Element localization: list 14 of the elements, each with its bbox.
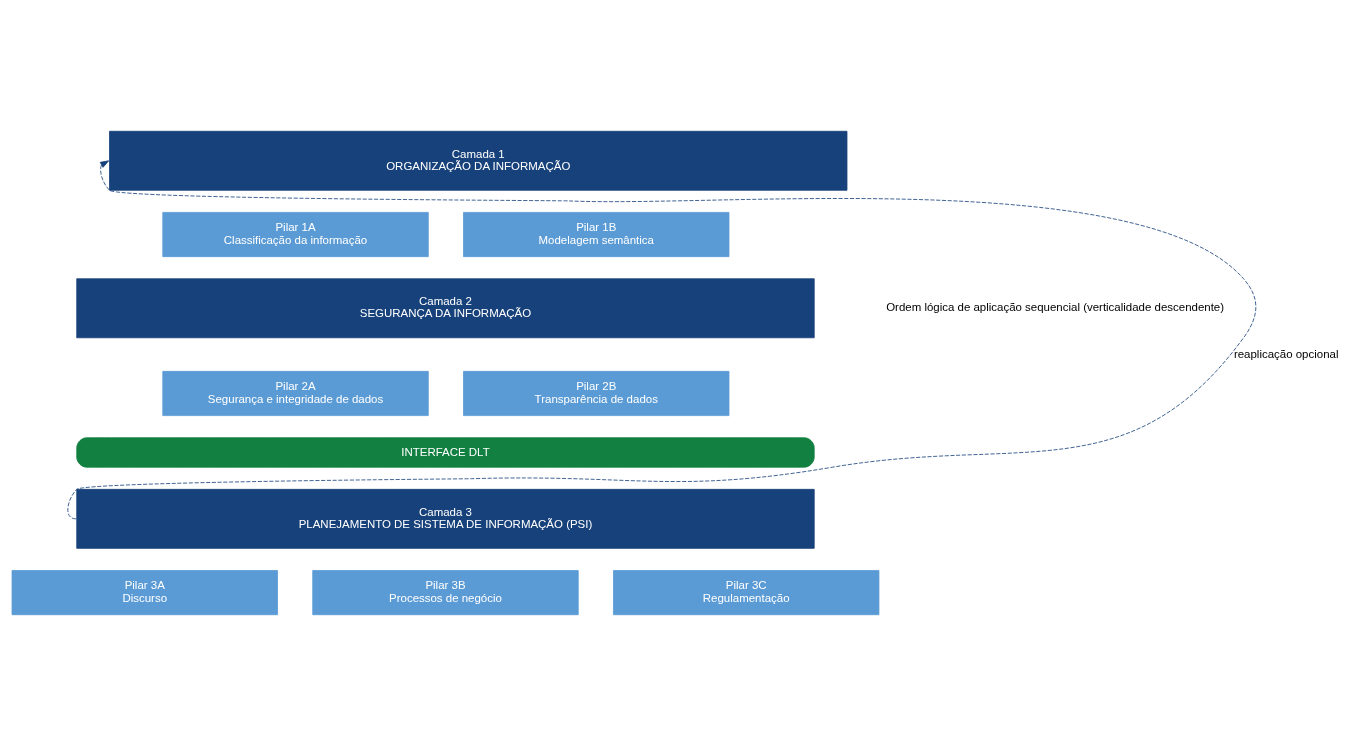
node-box: Pilar 1A Classificação da informação bbox=[162, 212, 429, 258]
label: Ordem lógica de aplicação sequencial (verticalidade descendente) bbox=[886, 301, 1225, 314]
node-box: Pilar 2A Segurança e integridade de dados bbox=[162, 370, 429, 417]
arrow bbox=[67, 160, 1257, 520]
edge-label: reaplicação opcional bbox=[1233, 347, 1339, 360]
node-box: Camada 1 ORGANIZAÇÃO DA INFORMAÇÃO bbox=[109, 130, 848, 191]
node-box: Pilar 3B Processos de negócio bbox=[312, 570, 579, 616]
node-box: Pilar 3A Discurso bbox=[11, 570, 278, 616]
node-box: Pilar 2B Transparência de dados bbox=[463, 370, 730, 417]
node-box: Camada 2 SEGURANÇA DA INFORMAÇÃO bbox=[76, 278, 815, 339]
node-box: Pilar 3C Regulamentação bbox=[613, 570, 880, 616]
node-box: Pilar 1B Modelagem semântica bbox=[463, 212, 730, 258]
node-box: INTERFACE DLT bbox=[76, 437, 815, 468]
node-box: Camada 3 PLANEJAMENTO DE SISTEMA DE INFORMAÇÃO (PSI) bbox=[76, 488, 815, 549]
